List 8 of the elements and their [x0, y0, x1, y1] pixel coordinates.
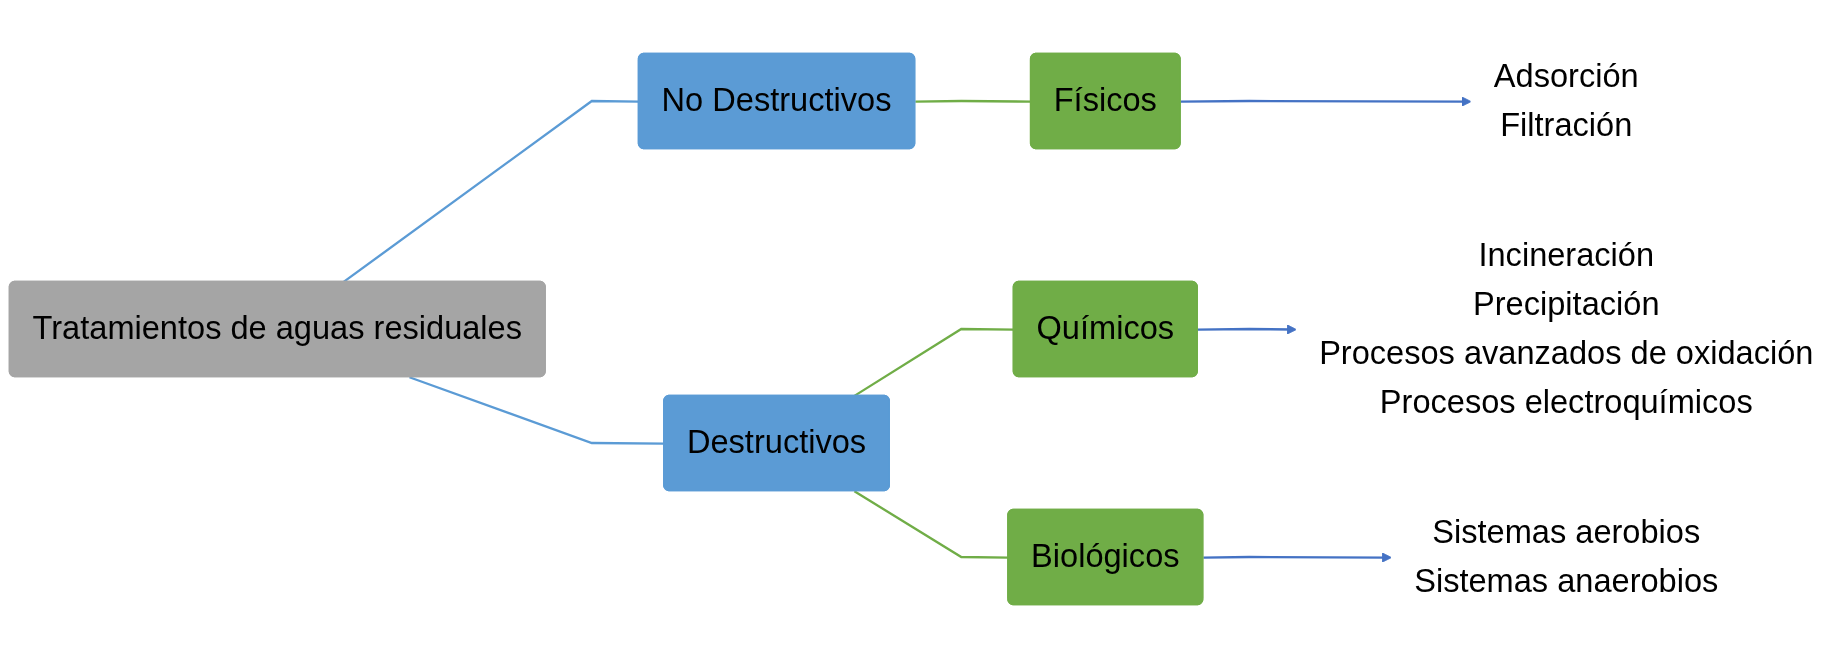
arrow — [1203, 552, 1392, 563]
node-text: Adsorción Filtración — [1493, 57, 1639, 143]
arrow — [1180, 96, 1472, 107]
connector — [343, 99, 639, 283]
node-text: Incineración Precipitación Procesos avanzados de oxidación Procesos electroquímicos — [1319, 237, 1814, 420]
connector — [853, 327, 1014, 397]
node-text: Sistemas aerobios Sistemas anaerobios — [1414, 513, 1719, 599]
arrow — [1197, 324, 1297, 335]
